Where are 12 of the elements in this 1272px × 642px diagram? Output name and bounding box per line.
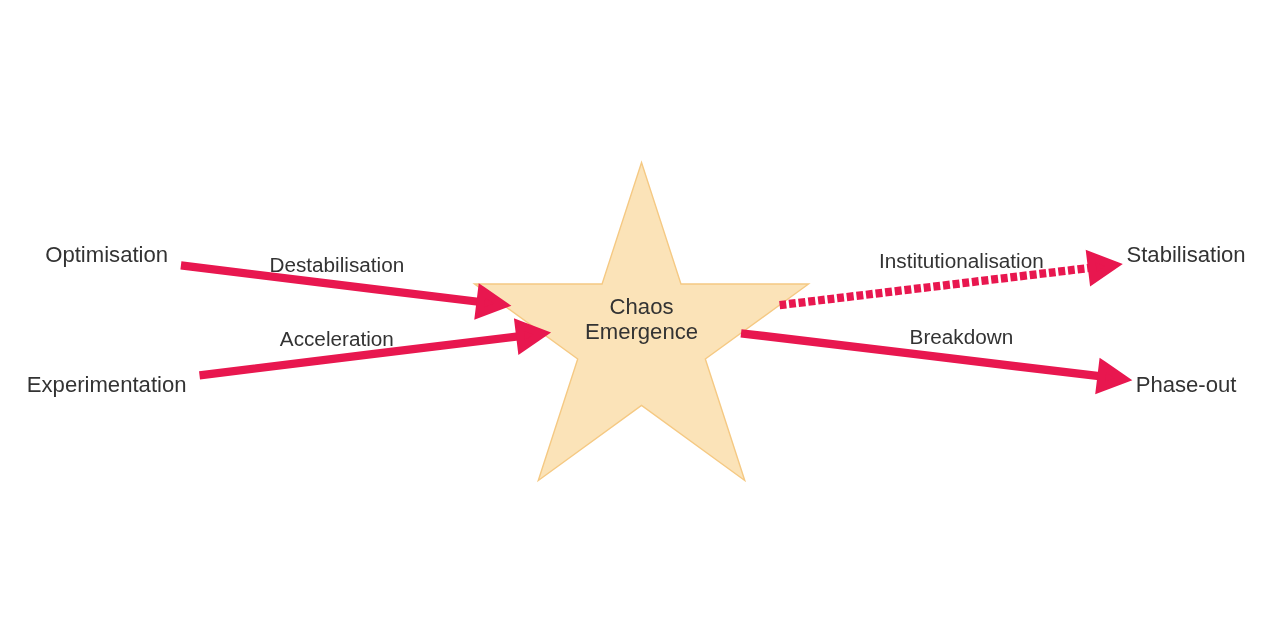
node-text: Stabilisation — [1126, 241, 1246, 267]
node-text: Phase-out — [1135, 371, 1237, 397]
arrow — [779, 249, 1123, 309]
edge-label: Breakdown — [909, 324, 1014, 348]
arrow — [180, 260, 512, 320]
arrow — [199, 317, 552, 379]
node-text: Optimisation — [45, 241, 169, 267]
edge-label: Destabilisation — [269, 252, 405, 276]
edge-label: Institutionalisation — [879, 248, 1044, 272]
node-text: Experimentation — [26, 371, 187, 397]
arrow — [740, 328, 1133, 394]
edge-label: Acceleration — [279, 326, 394, 350]
